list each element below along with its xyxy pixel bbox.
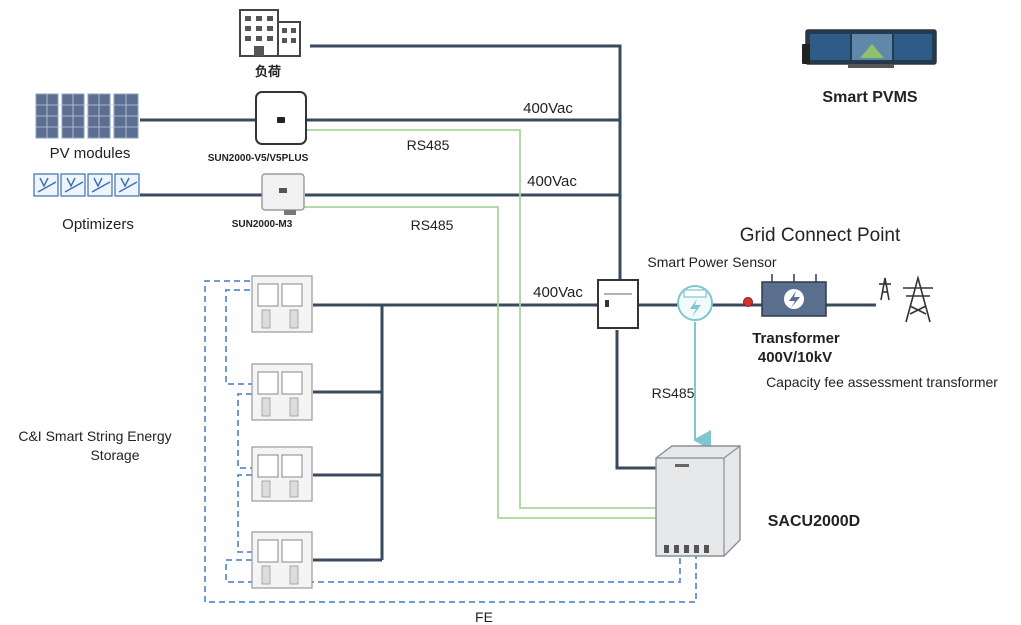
- load-label: 负荷: [255, 64, 281, 79]
- inverter-m3-label: SUN2000-M3: [232, 219, 293, 230]
- inverter-m3-icon: [261, 173, 305, 215]
- transformer-icon: [761, 274, 827, 317]
- ac-label-2: 400Vac: [527, 173, 577, 190]
- power-tower-icon: [879, 274, 933, 323]
- fe-label: FE: [475, 609, 493, 625]
- pv-panel-icon: [35, 93, 139, 139]
- smart-power-sensor-icon: [677, 285, 713, 321]
- rs485-lines: [298, 129, 656, 519]
- sacu-cabinet-icon: [655, 445, 741, 557]
- energy-storage-unit-4: [251, 531, 313, 589]
- rs485-label-3: RS485: [652, 385, 695, 401]
- building-icon: [239, 9, 301, 57]
- rs485-label-2: RS485: [411, 217, 454, 233]
- inverter-v5-icon: [255, 91, 307, 145]
- smart-pvms-label: Smart PVMS: [822, 89, 917, 106]
- storage-label-line1: C&I Smart String Energy: [18, 428, 171, 444]
- grid-connect-point-dot: [743, 297, 753, 307]
- transformer-rating-label: 400V/10kV: [758, 349, 832, 366]
- sacu-label: SACU2000D: [768, 513, 860, 530]
- energy-storage-unit-3: [251, 446, 313, 502]
- transformer-label: Transformer: [752, 330, 840, 347]
- energy-storage-unit-1: [251, 275, 313, 333]
- storage-label-line2: Storage: [90, 447, 139, 463]
- capacity-fee-label: Capacity fee assessment transformer: [766, 374, 998, 390]
- rs485-label-1: RS485: [407, 137, 450, 153]
- distribution-cabinet-icon: [597, 279, 639, 329]
- ac-label-3: 400Vac: [533, 284, 583, 301]
- ac-label-1: 400Vac: [523, 100, 573, 117]
- optimizers-label: Optimizers: [62, 216, 134, 233]
- grid-connect-label: Grid Connect Point: [740, 225, 901, 246]
- inverter-v5-label: SUN2000-V5/V5PLUS: [208, 153, 309, 164]
- monitor-icon: [802, 29, 937, 68]
- pv-modules-label: PV modules: [50, 145, 131, 162]
- power-lines: [140, 44, 876, 562]
- fe-lines: [204, 280, 697, 603]
- smart-power-sensor-label: Smart Power Sensor: [647, 254, 776, 270]
- optimizer-marks: [37, 177, 138, 193]
- energy-storage-unit-2: [251, 363, 313, 421]
